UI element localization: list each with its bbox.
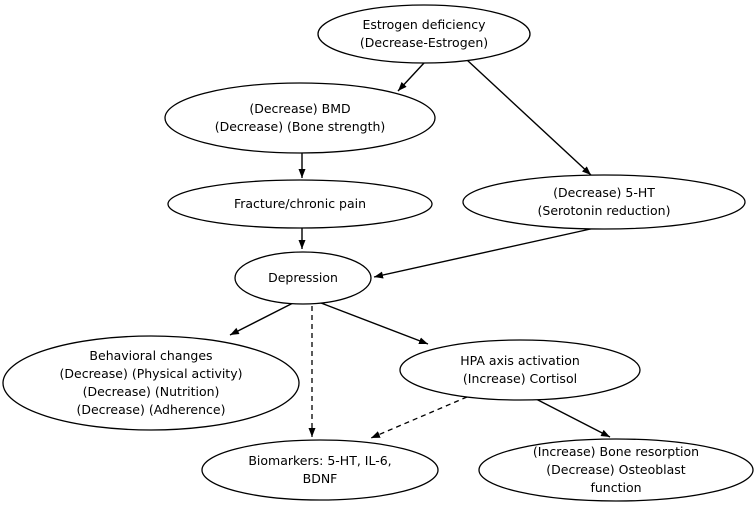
edge-estrogen-to-bmd-arrow: [397, 62, 425, 92]
node-behavioral-changes-ellipse: [2, 335, 300, 431]
node-bone-resorption-ellipse: [478, 438, 754, 502]
node-estrogen-deficiency-ellipse: [317, 4, 531, 64]
node-hpa-axis-ellipse: [399, 339, 641, 401]
node-bmd-ellipse: [164, 82, 436, 154]
edge-hpa-to-bone-arrow: [535, 398, 611, 438]
edge-depression-to-hpa-arrow: [320, 302, 429, 345]
node-serotonin-ellipse: [462, 174, 746, 230]
edge-serotonin-to-depression-arrow: [373, 227, 596, 279]
edge-hpa-to-biomarkers-dashed-arrow: [370, 396, 468, 439]
node-biomarkers-ellipse: [201, 439, 439, 501]
node-depression-ellipse: [234, 251, 372, 305]
node-fracture-ellipse: [167, 179, 433, 229]
edge-depression-to-behavioral-arrow: [229, 301, 296, 336]
edge-estrogen-to-serotonin-arrow: [466, 59, 592, 176]
